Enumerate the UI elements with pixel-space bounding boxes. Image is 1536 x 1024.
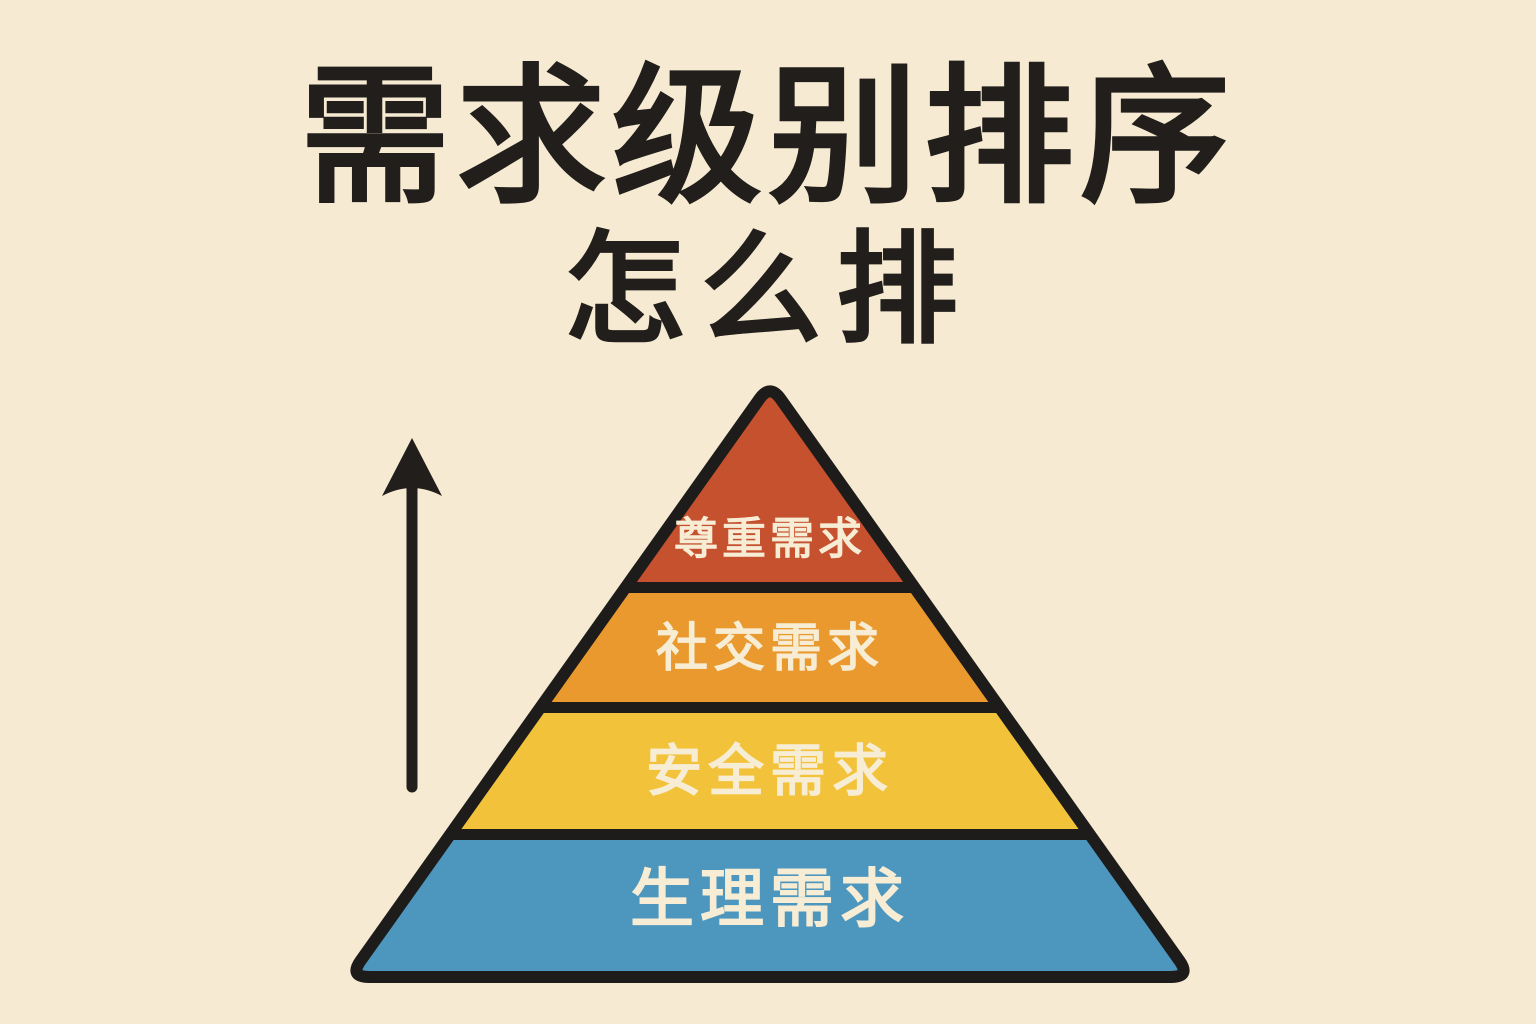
title-line-1: 需求级别排序: [300, 51, 1236, 225]
pyramid-level-3-label: 安全需求: [646, 740, 894, 805]
up-arrow-head: [382, 438, 442, 496]
pyramid-level-4: [356, 835, 1184, 978]
up-arrow-icon: [382, 438, 442, 793]
pyramid-level-2-label: 社交需求: [656, 619, 884, 679]
pyramid-level-4-label: 生理需求: [630, 863, 910, 937]
pyramid-separator-3: [356, 829, 1184, 840]
pyramid-level-1-label: 尊重需求: [674, 514, 866, 565]
pyramid-separator-1: [356, 582, 1184, 593]
pyramid-separator-2: [356, 702, 1184, 713]
pyramid-outline: [350, 385, 1190, 983]
title-line-2: 怎么排: [564, 219, 972, 361]
